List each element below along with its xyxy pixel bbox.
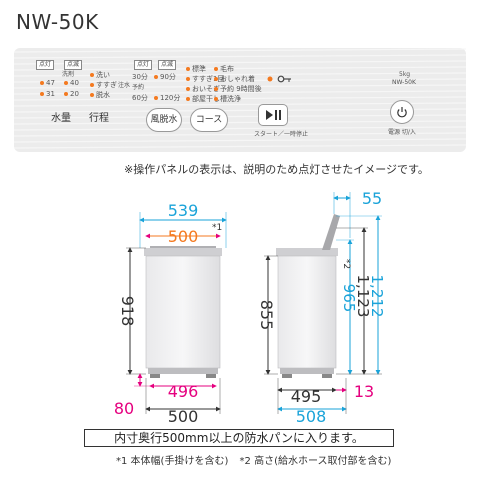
dim-side-height: 855 (257, 300, 276, 331)
time-header-blink: 点滅 (158, 60, 177, 70)
front-view-machine (144, 246, 222, 378)
time-60: 60分 (132, 94, 148, 102)
course-quick: おいそぎ (186, 85, 220, 94)
dim-side-base-extra: 13 (354, 382, 374, 401)
led-dot (186, 77, 190, 81)
led-dot (186, 87, 190, 91)
footnotes: *1 本体幅(手掛けを含む) *2 高さ(給水ホース取付部を含む) (116, 452, 399, 467)
course-blanket: 毛布 (214, 65, 234, 74)
course-standard: 標準 (186, 65, 206, 74)
dim-front-base-outer: 500 (168, 407, 199, 426)
power-label: 電源 切/入 (388, 129, 416, 136)
course-rinse-once: すすぎ1回 (186, 75, 224, 84)
water-level-button[interactable]: 水量 (51, 113, 71, 124)
time-120: 120分 (154, 94, 180, 103)
control-panel: 点灯 点滅 洗剤 47 31 40 20 洗い すすぎ 注水 脱水 点灯 点滅 … (14, 48, 466, 152)
dim-side-height-1123: 1,123 (354, 275, 372, 318)
time-30: 30分 (132, 73, 148, 81)
dim-side-base-outer: 508 (296, 407, 327, 426)
time-reserve: 予約 (132, 84, 145, 91)
led-dot (214, 87, 218, 91)
led-dot (214, 77, 218, 81)
waterproof-pan-notice: 内寸奥行500mm以上の防水パンに入ります。 (84, 429, 394, 447)
led-dot (154, 96, 158, 100)
led-dot (90, 93, 94, 97)
side-view-machine (276, 214, 340, 378)
header-on-tag: 点灯 (36, 60, 55, 70)
dim-front-width-outer: 539 (168, 201, 199, 220)
dim-front-width-inner: 500 (168, 227, 199, 246)
process-button[interactable]: 行程 (89, 113, 109, 124)
play-pause-icon (266, 110, 281, 120)
dim-front-bottom-offset: 80 (114, 399, 134, 418)
footnote-2: *2 高さ(給水ホース取付部を含む) (239, 456, 392, 467)
dim-side-top-extra: 55 (362, 189, 382, 208)
dim-front-width-mark: *1 (212, 223, 222, 233)
panel-note: ※操作パネルの表示は、説明のため点灯させたイメージです。 (124, 163, 429, 176)
led-dot (40, 92, 44, 96)
led-dot (90, 83, 94, 87)
dim-side-height-965: 965 (340, 284, 358, 313)
start-pause-label: スタート／一時停止 (254, 131, 309, 138)
course-indoor-dry: 部屋干し (186, 95, 220, 104)
lock-key-icon (267, 75, 291, 83)
model-title: NW-50K (16, 10, 99, 34)
course-delicate: おしゃれ着 (214, 75, 255, 84)
course-tub-clean: 槽洗浄 (214, 95, 241, 104)
stage-pour: 注水 (118, 82, 131, 89)
time-90: 90分 (154, 73, 176, 82)
dimension-diagram: 539 500 *1 918 80 496 500 55 855 965 *2 … (114, 189, 386, 426)
course-button[interactable]: コース (190, 108, 228, 132)
led-dot (214, 67, 218, 71)
model-small-label: NW-50K (392, 79, 416, 86)
start-pause-button[interactable] (258, 104, 288, 126)
led-dot (186, 67, 190, 71)
air-dry-button[interactable]: 風脱水 (146, 108, 182, 132)
dim-side-height-965-mark: *2 (341, 259, 351, 269)
led-dot (64, 92, 68, 96)
water-level-left-1: 47 (40, 79, 55, 88)
dim-side-base-inner: 495 (291, 387, 322, 406)
dim-side-height-1212: 1,212 (368, 275, 386, 318)
time-header-on: 点灯 (134, 60, 153, 70)
capacity-label: 5kg (399, 71, 411, 78)
water-sub-label: 洗剤 (62, 71, 75, 78)
led-dot (214, 97, 218, 101)
water-level-right-1: 40 (64, 79, 79, 88)
led-dot (186, 97, 190, 101)
stage-rinse: すすぎ (90, 81, 117, 90)
led-dot (40, 81, 44, 85)
dim-front-base-inner: 496 (168, 382, 199, 401)
dim-front-height: 918 (118, 296, 137, 327)
power-icon (397, 107, 407, 118)
power-button[interactable] (390, 100, 414, 124)
led-dot (64, 81, 68, 85)
stage-spin: 脱水 (90, 91, 110, 100)
water-level-left-2: 31 (40, 90, 55, 99)
led-dot (90, 73, 94, 77)
led-dot (154, 75, 158, 79)
footnote-1: *1 本体幅(手掛けを含む) (116, 456, 229, 467)
water-level-right-2: 20 (64, 90, 79, 99)
course-reserve-9h: 予約 9時間後 (214, 85, 262, 94)
stage-wash: 洗い (90, 71, 110, 80)
header-blink-tag: 点滅 (64, 60, 83, 70)
